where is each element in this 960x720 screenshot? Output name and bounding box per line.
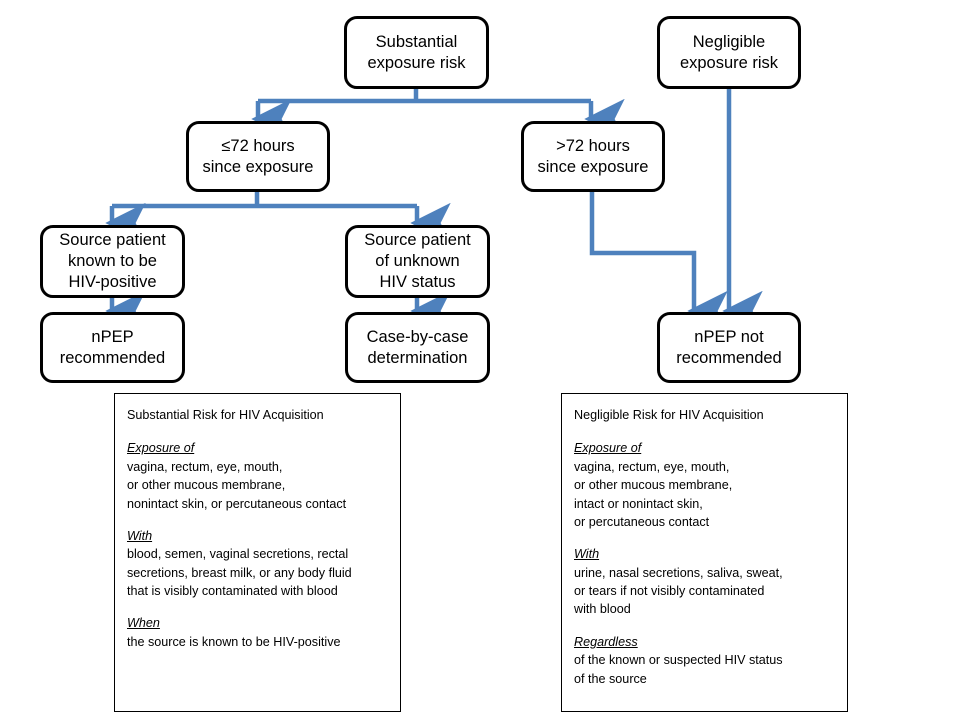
node-source-unknown-hiv-status[interactable]: Source patient of unknown HIV status — [345, 225, 490, 298]
section-heading: With — [127, 528, 153, 543]
section-body: blood, semen, vaginal secretions, rectal… — [127, 547, 352, 598]
node-label: Negligible exposure risk — [679, 32, 779, 72]
node-case-by-case-determination[interactable]: Case-by-case determination — [345, 312, 490, 383]
panel-section-regardless: Regardless of the known or suspected HIV… — [574, 633, 837, 688]
panel-section-with: With blood, semen, vaginal secretions, r… — [127, 527, 390, 601]
panel-section-with: With urine, nasal secretions, saliva, sw… — [574, 545, 837, 619]
section-heading: Exposure of — [127, 441, 195, 456]
node-label: Substantial exposure risk — [367, 32, 466, 72]
node-label: nPEP not recommended — [676, 327, 782, 367]
node-substantial-exposure-risk[interactable]: Substantial exposure risk — [344, 16, 489, 89]
node-label: nPEP recommended — [59, 327, 166, 367]
panel-title: Negligible Risk for HIV Acquisition — [574, 408, 764, 422]
node-within-72-hours[interactable]: ≤72 hours since exposure — [186, 121, 330, 192]
section-body: of the known or suspected HIV status of … — [574, 653, 783, 686]
panel-section-exposure-of: Exposure of vagina, rectum, eye, mouth, … — [574, 439, 837, 531]
section-body: vagina, rectum, eye, mouth, or other muc… — [127, 459, 347, 511]
node-npep-recommended[interactable]: nPEP recommended — [40, 312, 185, 383]
node-label: Source patient known to be HIV-positive — [59, 231, 166, 291]
panel-negligible-risk: Negligible Risk for HIV Acquisition Expo… — [561, 393, 848, 712]
section-heading: With — [574, 547, 600, 562]
node-source-known-hiv-positive[interactable]: Source patient known to be HIV-positive — [40, 225, 185, 298]
node-label: ≤72 hours since exposure — [202, 136, 314, 176]
panel-title: Substantial Risk for HIV Acquisition — [127, 408, 324, 422]
node-beyond-72-hours[interactable]: >72 hours since exposure — [521, 121, 665, 192]
node-label: >72 hours since exposure — [537, 136, 649, 176]
connector-beyond72-to-npep-not-recommended — [589, 192, 728, 332]
panel-section-when: When the source is known to be HIV-posit… — [127, 614, 390, 651]
node-label: Case-by-case determination — [366, 327, 469, 367]
node-label: Source patient of unknown HIV status — [364, 231, 471, 291]
section-body: the source is known to be HIV-positive — [127, 634, 341, 649]
panel-section-exposure-of: Exposure of vagina, rectum, eye, mouth, … — [127, 439, 390, 513]
node-npep-not-recommended[interactable]: nPEP not recommended — [657, 312, 801, 383]
section-heading: Exposure of — [574, 441, 642, 456]
panel-substantial-risk: Substantial Risk for HIV Acquisition Exp… — [114, 393, 401, 712]
section-body: urine, nasal secretions, saliva, sweat, … — [574, 565, 783, 617]
node-negligible-exposure-risk[interactable]: Negligible exposure risk — [657, 16, 801, 89]
section-body: vagina, rectum, eye, mouth, or other muc… — [574, 459, 733, 529]
section-heading: Regardless — [574, 634, 638, 649]
section-heading: When — [127, 616, 160, 631]
